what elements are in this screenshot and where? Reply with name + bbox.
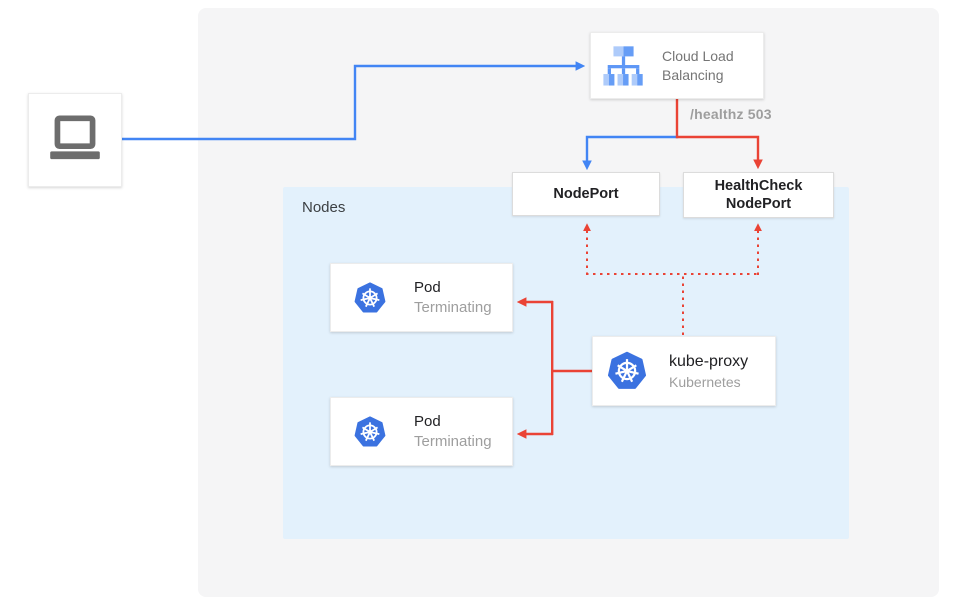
cloud-load-balancing-node: Cloud Load Balancing <box>590 32 764 99</box>
kubernetes-icon <box>354 415 386 446</box>
healthcheck-nodeport-node: HealthCheck NodePort <box>683 172 834 218</box>
pod-node-2: Pod Terminating <box>330 397 513 466</box>
pod-text: Pod Terminating <box>414 279 492 316</box>
pod-status: Terminating <box>414 433 492 450</box>
pod-status: Terminating <box>414 299 492 316</box>
pod-node-1: Pod Terminating <box>330 263 513 332</box>
laptop-icon <box>50 115 100 160</box>
pod-title: Pod <box>414 413 441 430</box>
kube-proxy-node: kube-proxy Kubernetes <box>592 336 776 406</box>
cloud-load-balancing-label: Cloud Load Balancing <box>662 47 734 83</box>
healthz-status-label: /healthz 503 <box>690 106 772 122</box>
edge-clb-to-healthcheck <box>675 135 763 170</box>
edge-clb-to-nodeport <box>582 135 679 171</box>
nodeport-label: NodePort <box>553 186 619 202</box>
edge-client-to-clb <box>122 61 586 141</box>
pod-title: Pod <box>414 279 441 296</box>
nodeport-node: NodePort <box>512 172 660 216</box>
kubernetes-icon <box>354 281 386 312</box>
kube-proxy-subtitle: Kubernetes <box>669 373 741 390</box>
kubernetes-icon <box>607 351 647 389</box>
nodes-group-label: Nodes <box>302 199 346 216</box>
healthcheck-nodeport-label: HealthCheck NodePort <box>714 178 803 212</box>
client-device <box>28 93 122 187</box>
cloud-load-balancing-icon <box>603 46 643 86</box>
pod-text: Pod Terminating <box>414 413 492 450</box>
kube-proxy-title: kube-proxy <box>669 352 749 370</box>
kube-proxy-text: kube-proxy Kubernetes <box>669 353 748 390</box>
